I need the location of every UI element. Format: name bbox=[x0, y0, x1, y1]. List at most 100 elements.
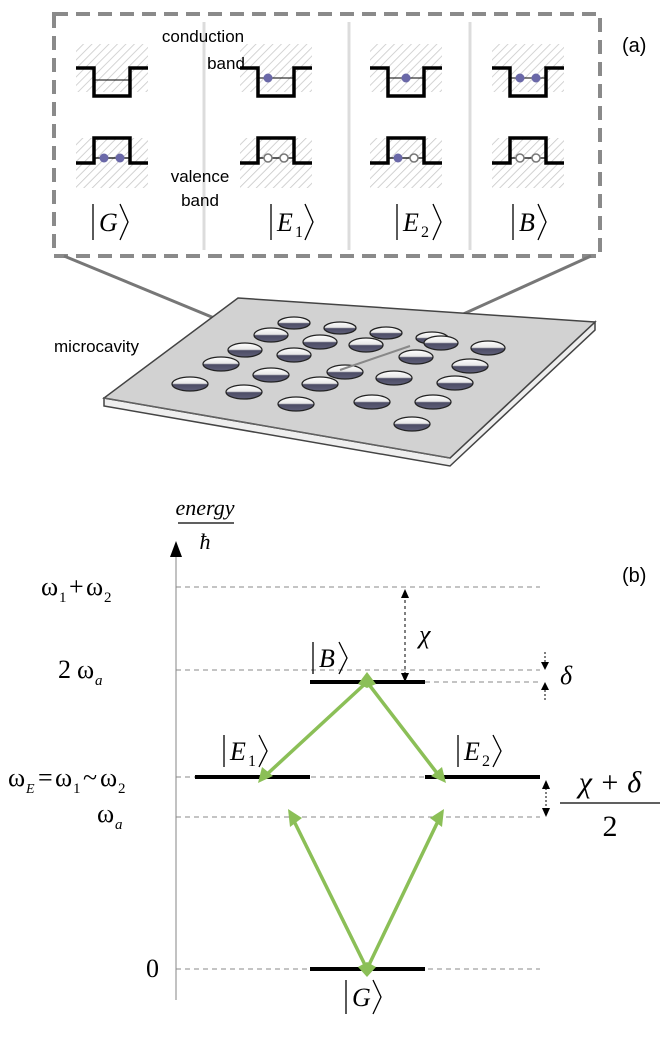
svg-text:G: G bbox=[99, 208, 118, 237]
cavity-hole bbox=[253, 327, 289, 343]
electron-dot bbox=[99, 153, 109, 163]
label-wa: ω a bbox=[97, 799, 123, 833]
electron-dot bbox=[531, 73, 541, 83]
svg-text:ω: ω bbox=[86, 572, 103, 601]
transition-arrowheads bbox=[258, 672, 446, 977]
cavity-hole bbox=[301, 376, 339, 392]
zoom-line-center bbox=[339, 345, 411, 371]
svg-text:E: E bbox=[276, 208, 293, 237]
svg-text:ω: ω bbox=[97, 799, 114, 828]
half-split-arrowhead-bottom bbox=[542, 808, 550, 817]
panel-b: energy ħ (b) bbox=[8, 495, 660, 1015]
cavity-hole bbox=[277, 396, 315, 412]
cavity-hole bbox=[369, 326, 403, 340]
state-column-B bbox=[492, 44, 564, 188]
arrowhead-top-B bbox=[358, 672, 376, 688]
svg-text:ω: ω bbox=[77, 655, 94, 684]
cavity-hole bbox=[302, 334, 338, 350]
svg-text:E: E bbox=[402, 208, 419, 237]
ket-B-label: B bbox=[312, 641, 348, 675]
electron-dot bbox=[263, 73, 273, 83]
axis-hbar-label: ħ bbox=[200, 529, 211, 554]
svg-text:1: 1 bbox=[73, 781, 81, 797]
svg-text:E: E bbox=[25, 782, 35, 797]
cavity-hole bbox=[348, 337, 384, 353]
delta-arrowhead-lower bbox=[541, 682, 549, 690]
cavity-hole bbox=[393, 416, 431, 432]
conduction-band-label: band bbox=[207, 54, 245, 73]
ket-B: B bbox=[512, 203, 547, 241]
svg-text:ω: ω bbox=[55, 763, 72, 792]
hole-dot bbox=[279, 153, 289, 163]
valence-barrier bbox=[492, 136, 564, 165]
cavity-hole bbox=[470, 340, 506, 356]
transition-arrows bbox=[262, 680, 442, 970]
cavity-hole bbox=[423, 335, 459, 351]
panel-a: conduction band valence band G E 1 E 2 B… bbox=[52, 12, 646, 467]
ket-E2-label: E 2 bbox=[457, 734, 502, 770]
arrow-G-to-wa-right bbox=[365, 816, 442, 970]
half-split-denominator: 2 bbox=[603, 810, 618, 843]
slab-holes bbox=[171, 316, 506, 432]
panel-a-label: (a) bbox=[622, 35, 646, 57]
svg-text:a: a bbox=[115, 817, 123, 833]
conduction-well bbox=[492, 66, 564, 98]
hole-dot bbox=[409, 153, 419, 163]
cavity-hole bbox=[436, 375, 474, 391]
half-split-arrowhead-top bbox=[542, 780, 550, 789]
svg-text:1: 1 bbox=[248, 753, 256, 770]
ket-E1-label: E 1 bbox=[223, 734, 268, 770]
valence-barrier bbox=[240, 136, 312, 165]
valence-barrier bbox=[370, 136, 442, 165]
arrow-B-to-E1 bbox=[262, 680, 369, 779]
electron-dot bbox=[515, 73, 525, 83]
svg-text:~: ~ bbox=[83, 763, 97, 792]
delta-arrowhead-upper bbox=[541, 662, 549, 670]
cavity-hole bbox=[171, 376, 209, 392]
svg-text:=: = bbox=[38, 763, 53, 792]
conduction-well bbox=[76, 66, 148, 98]
half-split-numerator: χ + δ bbox=[576, 766, 642, 799]
svg-text:a: a bbox=[95, 673, 103, 689]
ket-G-label: G bbox=[345, 979, 382, 1015]
axis-energy-label: energy bbox=[175, 495, 234, 520]
svg-text:2: 2 bbox=[421, 224, 429, 241]
valence-band-label: band bbox=[181, 191, 219, 210]
conduction-label: conduction bbox=[162, 27, 244, 46]
conduction-well bbox=[240, 66, 312, 98]
state-column-E2 bbox=[370, 44, 442, 188]
svg-text:1: 1 bbox=[59, 590, 67, 606]
chi-arrowhead-bottom bbox=[401, 673, 409, 682]
arrow-B-to-E2 bbox=[365, 680, 442, 779]
svg-text:+: + bbox=[69, 572, 84, 601]
svg-text:ω: ω bbox=[41, 572, 58, 601]
svg-text:B: B bbox=[519, 208, 535, 237]
cavity-hole bbox=[323, 321, 357, 335]
cavity-hole bbox=[227, 342, 263, 358]
svg-text:2: 2 bbox=[482, 753, 490, 770]
ket-E2: E 2 bbox=[396, 203, 442, 241]
svg-text:ω: ω bbox=[8, 763, 25, 792]
cavity-hole bbox=[326, 364, 364, 380]
label-w1-plus-w2: ω 1 + ω 2 bbox=[41, 572, 112, 606]
cavity-hole bbox=[451, 358, 489, 374]
svg-text:G: G bbox=[352, 983, 371, 1012]
hole-dot bbox=[263, 153, 273, 163]
arrowhead-wa-right bbox=[430, 809, 444, 827]
valence-label: valence bbox=[171, 167, 230, 186]
hole-dot bbox=[515, 153, 525, 163]
delta-label: δ bbox=[560, 661, 573, 690]
energy-axis-arrowhead bbox=[170, 541, 182, 557]
cavity-hole bbox=[202, 356, 240, 372]
slab-front-shadow bbox=[103, 397, 451, 459]
svg-text:1: 1 bbox=[295, 224, 303, 241]
svg-text:2: 2 bbox=[104, 590, 112, 606]
ket-E1: E 1 bbox=[270, 203, 314, 241]
arrowhead-bottom-G bbox=[358, 962, 376, 977]
microcavity-label: microcavity bbox=[54, 337, 140, 356]
chi-label: χ bbox=[416, 620, 431, 649]
arrowhead-wa-left bbox=[288, 809, 302, 827]
svg-text:2: 2 bbox=[118, 781, 126, 797]
arrowhead-E1 bbox=[258, 767, 273, 783]
